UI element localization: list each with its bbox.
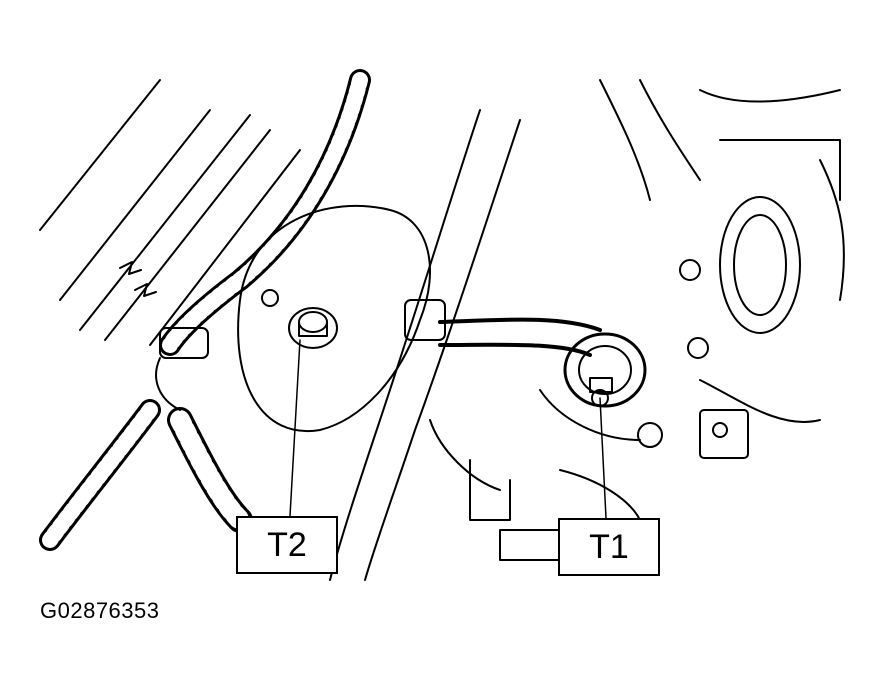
callout-t2-label: T2 [267,525,307,564]
leader-line-t2 [289,339,301,517]
bolt-t1 [589,377,613,407]
corrugated-harness-left [39,69,371,551]
strut-tower [237,204,431,433]
figure-id: G02876353 [40,598,160,623]
wrench [438,317,647,408]
callout-t1: T1 [558,518,660,576]
callout-t1-label: T1 [589,527,629,566]
upper-right-components [599,79,845,459]
body-panel-lines [39,79,301,346]
callout-t2: T2 [236,516,338,574]
leader-line-t1 [599,397,607,519]
